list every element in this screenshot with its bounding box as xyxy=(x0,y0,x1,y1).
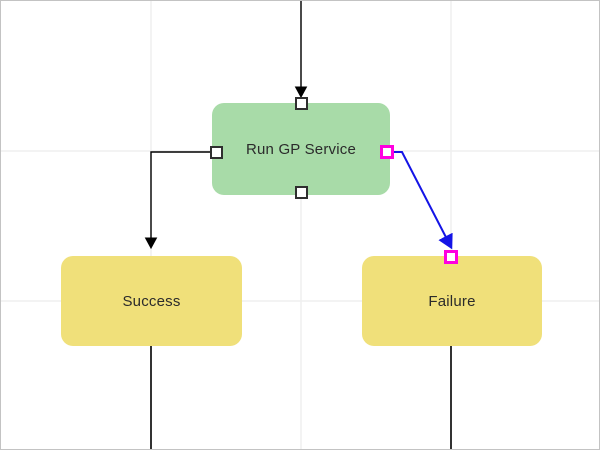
port-run-gp-service-bottom[interactable] xyxy=(295,186,308,199)
port-run-gp-service-left[interactable] xyxy=(210,146,223,159)
node-label-success: Success xyxy=(122,292,181,310)
node-label-run-gp-service: Run GP Service xyxy=(245,140,357,158)
node-success[interactable]: Success xyxy=(61,256,242,346)
port-run-gp-service-top[interactable] xyxy=(295,97,308,110)
edge-to-success[interactable] xyxy=(144,151,216,250)
edge-to-failure[interactable] xyxy=(393,151,453,250)
node-run-gp-service[interactable]: Run GP Service xyxy=(212,103,390,195)
port-failure-top[interactable] xyxy=(444,250,458,264)
node-failure[interactable]: Failure xyxy=(362,256,542,346)
node-label-failure: Failure xyxy=(428,292,476,310)
port-run-gp-service-right[interactable] xyxy=(380,145,394,159)
